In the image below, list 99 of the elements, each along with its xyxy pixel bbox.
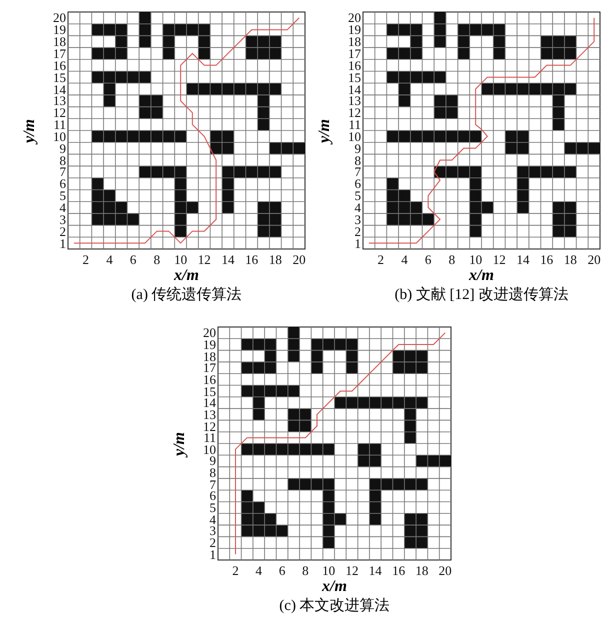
- tick-label: 20: [292, 253, 306, 266]
- tick-label: 18: [348, 35, 361, 48]
- tick-label: 20: [348, 11, 361, 24]
- tick-label: 10: [203, 442, 216, 456]
- tick-label: 9: [60, 142, 66, 155]
- caption: (a) 传统遗传算法: [131, 287, 242, 303]
- tick-label: 12: [348, 106, 361, 120]
- tick-label: 6: [130, 253, 136, 266]
- tick-label: 10: [322, 564, 336, 577]
- axis-title: x/m: [322, 579, 347, 595]
- tick-label: 5: [60, 189, 66, 202]
- tick-label: 18: [564, 253, 577, 266]
- tick-label: 16: [245, 253, 258, 266]
- tick-label: 1: [60, 236, 66, 250]
- tick-label: 12: [53, 106, 66, 120]
- tick-label: 16: [53, 58, 66, 72]
- tick-label: 7: [354, 165, 361, 178]
- tick-label: 14: [348, 82, 361, 96]
- tick-label: 1: [210, 548, 216, 561]
- tick-label: 15: [53, 70, 66, 84]
- caption: (b) 文献 [12] 改进遗传算法: [394, 287, 568, 303]
- tick-label: 8: [210, 466, 216, 480]
- axis-title: y/m: [22, 118, 38, 142]
- caption: (c) 本文改进算法: [279, 598, 390, 614]
- axis-title: y/m: [317, 118, 333, 142]
- tick-label: 19: [53, 23, 66, 36]
- tick-label: 18: [203, 350, 216, 363]
- tick-label: 12: [198, 253, 211, 266]
- tick-label: 4: [401, 253, 408, 266]
- tick-label: 2: [210, 536, 216, 550]
- tick-label: 14: [368, 564, 382, 577]
- tick-label: 14: [516, 253, 530, 266]
- tick-label: 16: [540, 253, 554, 266]
- tick-label: 8: [60, 154, 66, 167]
- tick-label: 4: [256, 564, 262, 577]
- tick-label: 6: [424, 253, 432, 266]
- tick-label: 11: [53, 118, 66, 132]
- tick-label: 4: [60, 201, 66, 214]
- tick-label: 20: [588, 253, 601, 266]
- tick-label: 17: [348, 46, 361, 60]
- tick-label: 1: [354, 236, 361, 250]
- tick-label: 4: [354, 201, 361, 214]
- tick-label: 10: [174, 253, 188, 266]
- tick-label: 18: [53, 35, 66, 48]
- tick-label: 6: [210, 489, 216, 502]
- tick-label: 18: [268, 253, 282, 266]
- tick-label: 11: [348, 118, 361, 132]
- tick-label: 15: [348, 70, 361, 84]
- tick-label: 13: [203, 408, 216, 421]
- tick-label: 3: [354, 212, 361, 226]
- tick-label: 11: [203, 431, 216, 444]
- tick-label: 19: [203, 338, 216, 351]
- tick-label: 12: [203, 420, 216, 433]
- tick-label: 2: [354, 224, 361, 238]
- tick-label: 8: [302, 564, 309, 577]
- tick-label: 14: [221, 253, 234, 266]
- tick-label: 2: [60, 224, 66, 238]
- tick-label: 3: [60, 212, 66, 226]
- tick-label: 6: [278, 564, 286, 577]
- axis-title: y/m: [172, 432, 188, 456]
- tick-label: 7: [210, 478, 216, 491]
- tick-label: 10: [469, 253, 482, 266]
- tick-label: 5: [354, 189, 361, 202]
- tick-label: 20: [53, 11, 66, 24]
- axis-title: x/m: [174, 268, 199, 284]
- tick-label: 9: [354, 142, 361, 155]
- tick-label: 13: [53, 94, 66, 108]
- tick-label: 12: [492, 253, 506, 266]
- tick-label: 17: [203, 361, 216, 374]
- tick-label: 16: [203, 372, 216, 386]
- tick-label: 10: [348, 130, 361, 143]
- tick-label: 17: [53, 46, 66, 60]
- tick-label: 9: [210, 454, 216, 468]
- tick-label: 3: [210, 524, 216, 538]
- tick-label: 13: [348, 94, 361, 108]
- tick-label: 18: [415, 564, 428, 577]
- tick-label: 8: [154, 253, 160, 266]
- tick-label: 12: [345, 564, 358, 577]
- tick-label: 20: [438, 564, 452, 577]
- tick-label: 6: [60, 177, 66, 190]
- tick-label: 14: [53, 82, 66, 96]
- axis-title: x/m: [469, 268, 494, 284]
- tick-label: 2: [232, 564, 239, 577]
- tick-label: 20: [203, 326, 216, 340]
- tick-label: 19: [348, 23, 361, 36]
- tick-label: 16: [348, 58, 361, 72]
- tick-label: 4: [210, 512, 216, 526]
- tick-label: 8: [448, 253, 456, 266]
- tick-label: 14: [203, 396, 216, 410]
- tick-label: 6: [354, 177, 361, 190]
- tick-label: 4: [106, 253, 113, 266]
- tick-label: 10: [53, 130, 66, 143]
- tick-label: 5: [210, 501, 216, 514]
- tick-label: 16: [392, 564, 406, 577]
- tick-label: 2: [82, 253, 90, 266]
- tick-label: 15: [203, 384, 216, 398]
- tick-label: 2: [378, 253, 384, 266]
- tick-label: 7: [60, 165, 66, 178]
- tick-label: 8: [354, 154, 361, 167]
